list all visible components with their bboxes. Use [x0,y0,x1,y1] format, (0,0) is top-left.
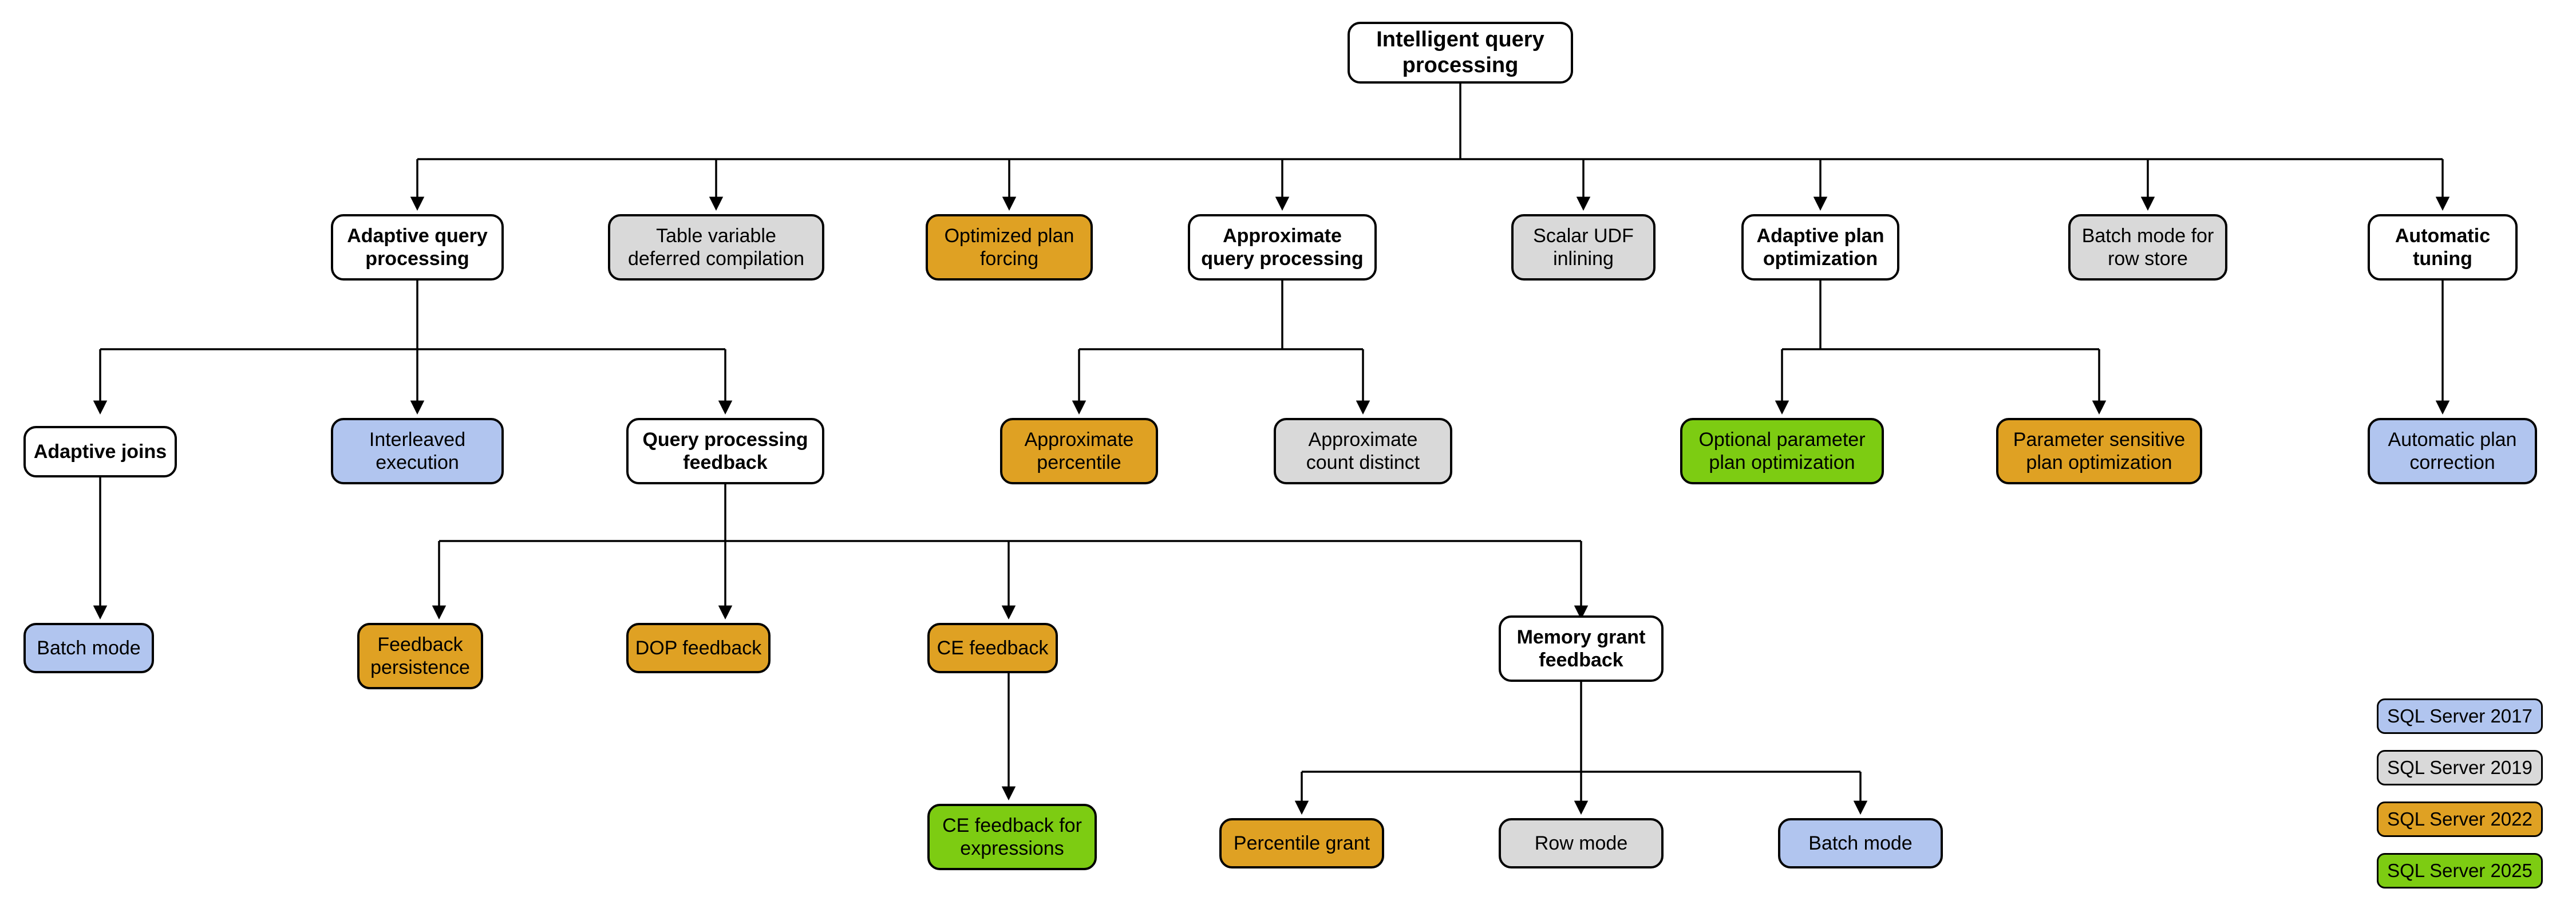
node-label-approxpct: Approximate percentile [1024,428,1134,473]
node-opf[interactable]: Optimized plan forcing [926,214,1093,281]
node-label-approxqp: Approximate query processing [1201,224,1364,270]
node-memgrant[interactable]: Memory grant feedback [1499,615,1664,682]
legend-2019-label: SQL Server 2019 [2387,757,2532,778]
node-label-rowmode: Row mode [1534,832,1628,854]
node-label-apc: Automatic plan correction [2388,428,2517,473]
node-label-autotune: Automatic tuning [2395,224,2491,270]
node-label-memgrant: Memory grant feedback [1516,626,1646,671]
node-interleaved[interactable]: Interleaved execution [331,418,504,484]
node-label-qpf: Query processing feedback [642,428,808,473]
node-label-fbpersistence: Feedback persistence [370,633,470,678]
node-tvdc[interactable]: Table variable deferred compilation [608,214,824,281]
node-label-aqp: Adaptive query processing [347,224,488,270]
node-apo[interactable]: Adaptive plan optimization [1741,214,1899,281]
node-fbpersistence[interactable]: Feedback persistence [357,623,483,689]
legend-2025-label: SQL Server 2025 [2387,860,2532,881]
node-cefbexpr[interactable]: CE feedback for expressions [927,804,1097,870]
node-label-dopfeedback: DOP feedback [635,637,762,659]
node-apc[interactable]: Automatic plan correction [2368,418,2537,484]
node-approxpct[interactable]: Approximate percentile [1000,418,1158,484]
node-label-cefeedback: CE feedback [937,637,1049,659]
legend-2017-label: SQL Server 2017 [2387,705,2532,727]
node-label-batchmode1: Batch mode [37,637,141,659]
node-label-pspo: Parameter sensitive plan optimization [2013,428,2186,473]
node-label-apo: Adaptive plan optimization [1756,224,1884,270]
node-label-opf: Optimized plan forcing [944,224,1074,270]
node-oppo[interactable]: Optional parameter plan optimization [1680,418,1884,484]
node-qpf[interactable]: Query processing feedback [626,418,824,484]
node-label-scalarudf: Scalar UDF inlining [1533,224,1634,270]
node-adaptivejoins[interactable]: Adaptive joins [23,426,177,477]
node-rowmode[interactable]: Row mode [1499,818,1664,868]
node-label-interleaved: Interleaved execution [369,428,466,473]
node-batchmode1[interactable]: Batch mode [23,623,154,673]
node-label-root: Intelligent query processing [1376,27,1544,77]
node-autotune[interactable]: Automatic tuning [2368,214,2518,281]
legend-2019: SQL Server 2019 [2377,750,2543,785]
node-label-tvdc: Table variable deferred compilation [627,224,805,270]
node-label-batchmode2: Batch mode [1808,832,1913,854]
legend-2022: SQL Server 2022 [2377,802,2543,837]
node-root[interactable]: Intelligent query processing [1348,22,1573,84]
node-pctgrant[interactable]: Percentile grant [1219,818,1384,868]
node-approxqp[interactable]: Approximate query processing [1188,214,1377,281]
node-cefeedback[interactable]: CE feedback [927,623,1058,673]
node-bmrs[interactable]: Batch mode for row store [2068,214,2227,281]
legend-2022-label: SQL Server 2022 [2387,808,2532,830]
node-label-pctgrant: Percentile grant [1233,832,1370,854]
legend-2025: SQL Server 2025 [2377,853,2543,889]
node-label-bmrs: Batch mode for row store [2081,224,2214,270]
node-label-adaptivejoins: Adaptive joins [33,440,167,463]
node-scalarudf[interactable]: Scalar UDF inlining [1511,214,1656,281]
node-pspo[interactable]: Parameter sensitive plan optimization [1996,418,2202,484]
node-batchmode2[interactable]: Batch mode [1778,818,1943,868]
node-approxcd[interactable]: Approximate count distinct [1274,418,1452,484]
node-label-approxcd: Approximate count distinct [1306,428,1420,473]
node-aqp[interactable]: Adaptive query processing [331,214,504,281]
legend-2017: SQL Server 2017 [2377,698,2543,734]
node-label-oppo: Optional parameter plan optimization [1698,428,1866,473]
node-label-cefbexpr: CE feedback for expressions [942,814,1082,859]
node-dopfeedback[interactable]: DOP feedback [626,623,771,673]
